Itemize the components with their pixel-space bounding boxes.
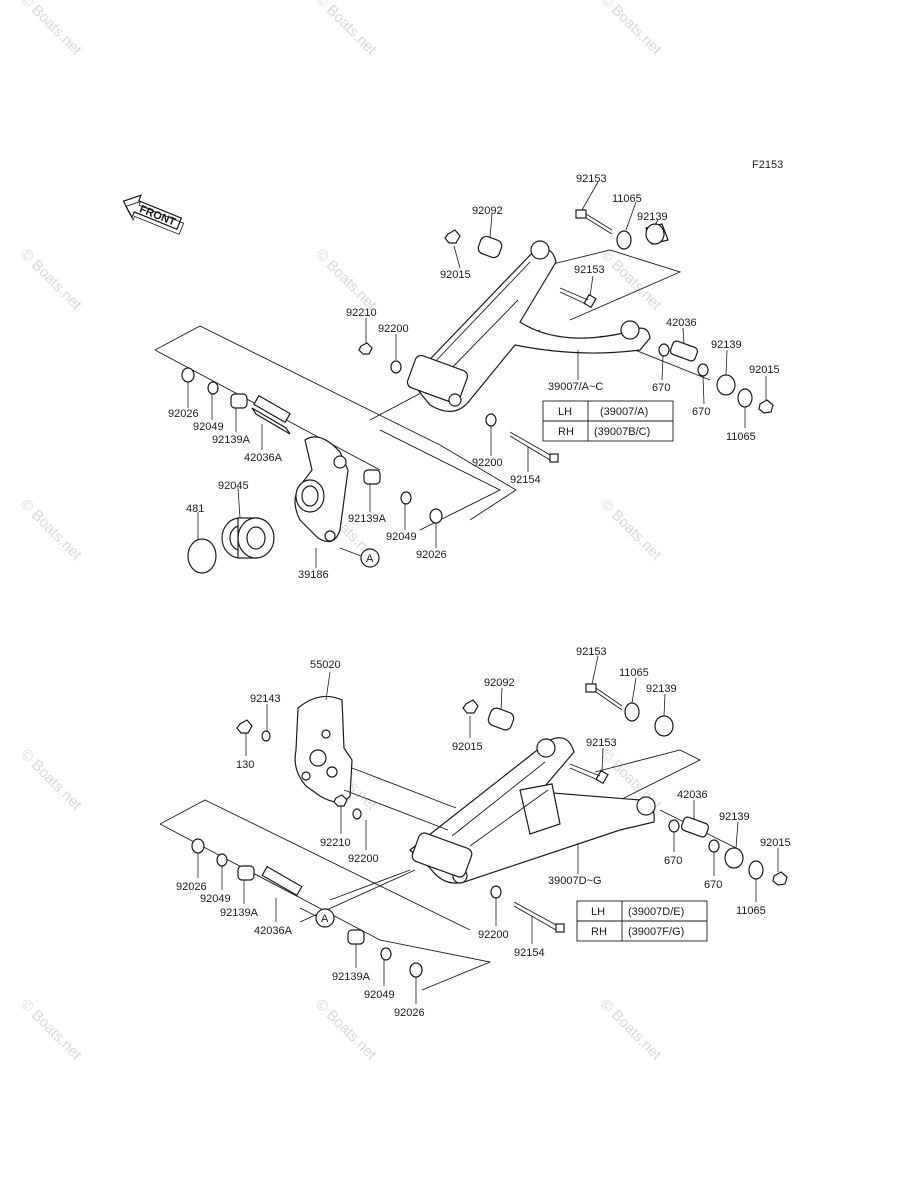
part-number: 92200 xyxy=(348,853,379,865)
part-number: 11065 xyxy=(726,431,756,443)
part-number: 92153 xyxy=(574,264,605,276)
watermark: © Boats.net xyxy=(312,996,380,1064)
bracket-55020 xyxy=(294,695,353,803)
watermark: © Boats.net xyxy=(17,746,85,814)
table-part: (39007F/G) xyxy=(628,926,684,938)
watermark-layer: © Boats.net © Boats.net © Boats.net © Bo… xyxy=(17,0,665,1064)
part-number: 11065 xyxy=(736,905,766,917)
part-number: 92015 xyxy=(760,837,791,849)
circlip-481 xyxy=(187,538,217,574)
part-number: 39007D~G xyxy=(548,875,602,887)
part-number: 92139A xyxy=(348,513,387,525)
part-number: 92015 xyxy=(452,741,483,753)
part-number: 92026 xyxy=(416,549,447,561)
table-part: (39007B/C) xyxy=(594,426,650,438)
part-number: 39007/A~C xyxy=(548,381,603,393)
part-number: 670 xyxy=(664,855,682,867)
part-number: 670 xyxy=(692,406,710,418)
variant-table: LH (39007D/E) RH (39007F/G) xyxy=(576,900,708,942)
part-number: 92139 xyxy=(646,683,677,695)
watermark: © Boats.net xyxy=(597,496,665,564)
part-number: 670 xyxy=(652,382,670,394)
swing-arm xyxy=(409,247,651,412)
part-number: 92015 xyxy=(749,364,780,376)
watermark: © Boats.net xyxy=(597,0,665,59)
upper-assembly: A 92153 11065 92139 92092 92 xyxy=(154,173,780,581)
table-side: LH xyxy=(591,906,605,918)
part-number: 92092 xyxy=(472,205,503,217)
ref-letter: A xyxy=(366,553,374,565)
part-number: 92210 xyxy=(346,307,377,319)
part-number: 92153 xyxy=(586,737,617,749)
front-arrow-icon: FRONT xyxy=(122,194,185,235)
part-number: 92139 xyxy=(711,339,742,351)
part-number: 92200 xyxy=(378,323,409,335)
part-number: 92026 xyxy=(176,881,207,893)
part-number: 92139 xyxy=(637,211,668,223)
bearing-92045 xyxy=(221,517,275,559)
part-number: 42036A xyxy=(254,925,293,937)
table-part: (39007/A) xyxy=(600,406,648,418)
part-number: 92139A xyxy=(212,434,251,446)
watermark: © Boats.net xyxy=(312,0,380,59)
part-number: 39186 xyxy=(298,569,329,581)
part-number: 92026 xyxy=(394,1007,425,1019)
watermark: © Boats.net xyxy=(597,996,665,1064)
part-number: 42036A xyxy=(244,452,283,464)
ref-marker xyxy=(315,908,335,928)
part-number: 92153 xyxy=(576,173,607,185)
part-number: 92139A xyxy=(332,971,371,983)
part-number: 92049 xyxy=(193,421,224,433)
table-part: (39007D/E) xyxy=(628,906,684,918)
variant-table: LH (39007/A) RH (39007B/C) xyxy=(542,400,674,442)
table-side: RH xyxy=(591,926,607,938)
part-number: 92210 xyxy=(320,837,351,849)
figure-code: F2153 xyxy=(752,159,783,171)
watermark: © Boats.net xyxy=(17,996,85,1064)
part-number: 92154 xyxy=(514,947,545,959)
lower-assembly: A 92153 11065 92139 xyxy=(159,646,791,1019)
ref-letter: A xyxy=(321,913,329,925)
front-label: FRONT xyxy=(138,203,178,228)
part-number: 92143 xyxy=(250,693,281,705)
part-number: 92049 xyxy=(386,531,417,543)
watermark: © Boats.net xyxy=(17,0,85,59)
part-number: 92049 xyxy=(200,893,231,905)
part-number: 11065 xyxy=(619,667,649,679)
part-number: 55020 xyxy=(310,659,341,671)
part-number: 130 xyxy=(236,759,254,771)
part-number: 481 xyxy=(186,503,204,515)
watermark: © Boats.net xyxy=(312,246,380,314)
part-number: 92049 xyxy=(364,989,395,1001)
part-number: 92139A xyxy=(220,907,259,919)
part-number: 42036 xyxy=(677,789,708,801)
part-number: 42036 xyxy=(666,317,697,329)
part-number: 92045 xyxy=(218,480,249,492)
part-number: 92092 xyxy=(484,677,515,689)
part-number: 670 xyxy=(704,879,722,891)
part-number: 92153 xyxy=(576,646,607,658)
watermark: © Boats.net xyxy=(17,496,85,564)
part-number: 92154 xyxy=(510,474,541,486)
bolt-92153 xyxy=(575,209,613,235)
part-number: 92200 xyxy=(472,457,503,469)
part-number: 11065 xyxy=(612,193,642,205)
part-number: 92026 xyxy=(168,408,199,420)
part-number: 92200 xyxy=(478,929,509,941)
watermark: © Boats.net xyxy=(17,246,85,314)
part-number: 92015 xyxy=(440,269,471,281)
part-number: 92139 xyxy=(719,811,750,823)
table-side: RH xyxy=(558,426,574,438)
ref-marker xyxy=(360,548,380,568)
table-side: LH xyxy=(558,406,572,418)
